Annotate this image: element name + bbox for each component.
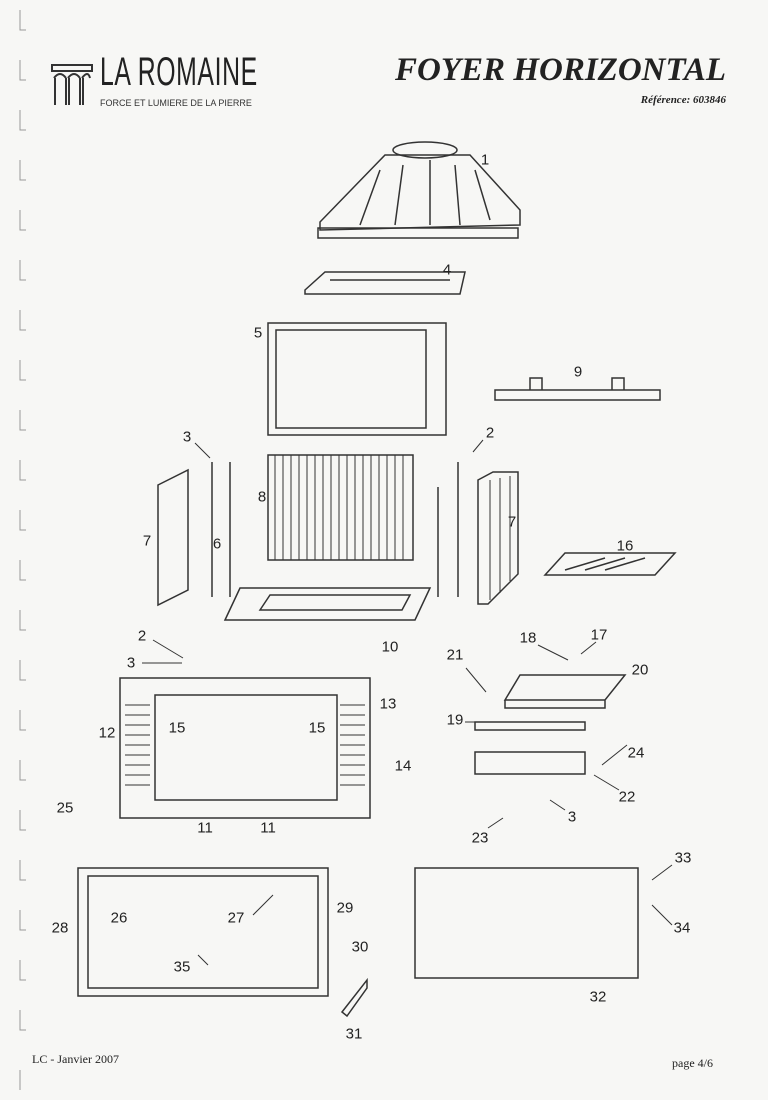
part-label: 26 <box>110 909 128 927</box>
part-label: 2 <box>485 424 495 442</box>
part-5-glass-frame <box>267 322 447 436</box>
part-label: 12 <box>98 724 116 742</box>
part-label: 24 <box>627 744 645 762</box>
part-label: 15 <box>308 719 326 737</box>
page-title: FOYER HORIZONTAL <box>395 52 726 88</box>
part-label: 34 <box>673 919 691 937</box>
part-label: 3 <box>182 428 192 446</box>
binder-holes <box>19 10 26 1090</box>
part-label: 7 <box>507 513 517 531</box>
part-label: 25 <box>56 799 74 817</box>
part-label: 8 <box>257 488 267 506</box>
part-label: 30 <box>351 938 369 956</box>
part-label: 32 <box>589 988 607 1006</box>
part-label: 6 <box>212 535 222 553</box>
part-label: 23 <box>471 829 489 847</box>
part-label: 33 <box>674 849 692 867</box>
part-label: 3 <box>567 808 577 826</box>
part-label: 15 <box>168 719 186 737</box>
part-8-grille <box>267 454 414 561</box>
part-20-ash-pan <box>503 674 627 709</box>
part-1-hood <box>317 141 521 239</box>
brand-tagline: FORCE ET LUMIERE DE LA PIERRE <box>100 98 252 108</box>
part-label: 28 <box>51 919 69 937</box>
part-9-bar <box>494 377 661 401</box>
footer-date: LC - Janvier 2007 <box>32 1052 119 1066</box>
part-label: 21 <box>446 646 464 664</box>
part-label: 20 <box>631 661 649 679</box>
part-label: 11 <box>197 819 213 837</box>
part-label: 22 <box>618 788 636 806</box>
part-label: 35 <box>173 958 191 976</box>
part-label: 2 <box>137 627 147 645</box>
part-label: 5 <box>253 324 263 342</box>
part-label: 17 <box>590 626 608 644</box>
part-label: 27 <box>227 909 245 927</box>
part-7-left-side <box>157 468 189 607</box>
leader-lines <box>142 439 673 966</box>
part-6-rods <box>211 462 459 597</box>
part-7-right-side <box>477 471 519 605</box>
part-label: 14 <box>394 757 412 775</box>
brand-name: LA ROMAINE <box>100 50 258 94</box>
part-label: 19 <box>446 711 464 729</box>
part-label: 9 <box>573 363 583 381</box>
part-28-door <box>77 867 329 997</box>
part-label: 18 <box>519 629 537 647</box>
part-label: 1 <box>480 151 490 169</box>
logo-arches <box>51 64 93 105</box>
part-19-22-plates <box>474 721 586 775</box>
part-label: 4 <box>442 261 452 279</box>
part-label: 3 <box>126 654 136 672</box>
part-label: 7 <box>142 532 152 550</box>
part-4-deflector <box>304 271 466 295</box>
part-label: 10 <box>381 638 399 656</box>
part-label: 31 <box>345 1025 363 1043</box>
part-16-grate <box>543 552 677 576</box>
part-12-front-frame <box>119 677 371 819</box>
part-32-glass <box>414 867 639 979</box>
part-10-base <box>223 587 432 621</box>
part-label: 29 <box>336 899 354 917</box>
part-label: 11 <box>260 819 276 837</box>
part-label: 13 <box>379 695 397 713</box>
reference-number: Référence: 603846 <box>640 94 726 106</box>
part-label: 16 <box>616 537 634 555</box>
part-31-handle <box>340 977 368 1018</box>
page-number: page 4/6 <box>672 1056 713 1070</box>
